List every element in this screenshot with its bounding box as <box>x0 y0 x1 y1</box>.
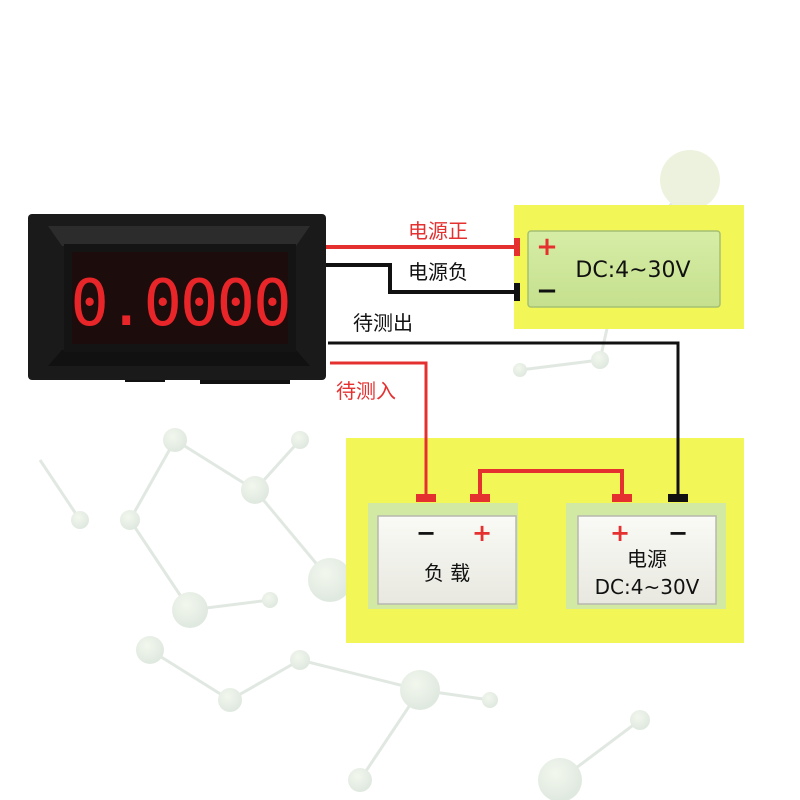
terminal-load-plus <box>470 494 490 502</box>
load-label: 负 载 <box>424 561 470 585</box>
wires <box>325 245 680 498</box>
wire-power-negative <box>325 263 518 294</box>
terminal-load-minus <box>416 494 436 502</box>
top-supply-minus: − <box>536 276 558 306</box>
bottom-supply-voltage: DC:4~30V <box>595 575 700 599</box>
wire-load-to-supply <box>478 469 624 498</box>
wire-measure-in <box>330 361 428 498</box>
terminal-supply-plus <box>612 494 632 502</box>
load-box: − + 负 载 <box>368 503 518 609</box>
digital-meter: 0.0000 <box>28 214 326 384</box>
load-plus: + <box>472 519 492 547</box>
bottom-supply-plus: + <box>610 519 630 547</box>
meter-bevel <box>48 226 310 246</box>
bottom-supply-minus: − <box>668 519 688 547</box>
meter-reading: 0.0000 <box>70 267 289 341</box>
terminal-top-plus <box>514 238 520 256</box>
bottom-supply-box: + − 电源 DC:4~30V <box>566 503 726 609</box>
label-power-positive: 电源正 <box>408 219 468 243</box>
label-power-negative: 电源负 <box>408 260 468 284</box>
terminal-supply-minus <box>668 494 688 502</box>
label-measure-in: 待测入 <box>336 379 396 403</box>
top-supply-box: + − DC:4~30V <box>527 230 721 308</box>
top-supply-voltage: DC:4~30V <box>575 258 690 283</box>
top-supply-plus: + <box>536 232 558 262</box>
bottom-supply-label: 电源 <box>627 547 667 571</box>
load-minus: − <box>416 519 436 547</box>
label-measure-out: 待测出 <box>353 311 413 335</box>
terminals <box>416 238 688 502</box>
terminal-top-minus <box>514 283 520 301</box>
wire-measure-out <box>328 341 680 498</box>
